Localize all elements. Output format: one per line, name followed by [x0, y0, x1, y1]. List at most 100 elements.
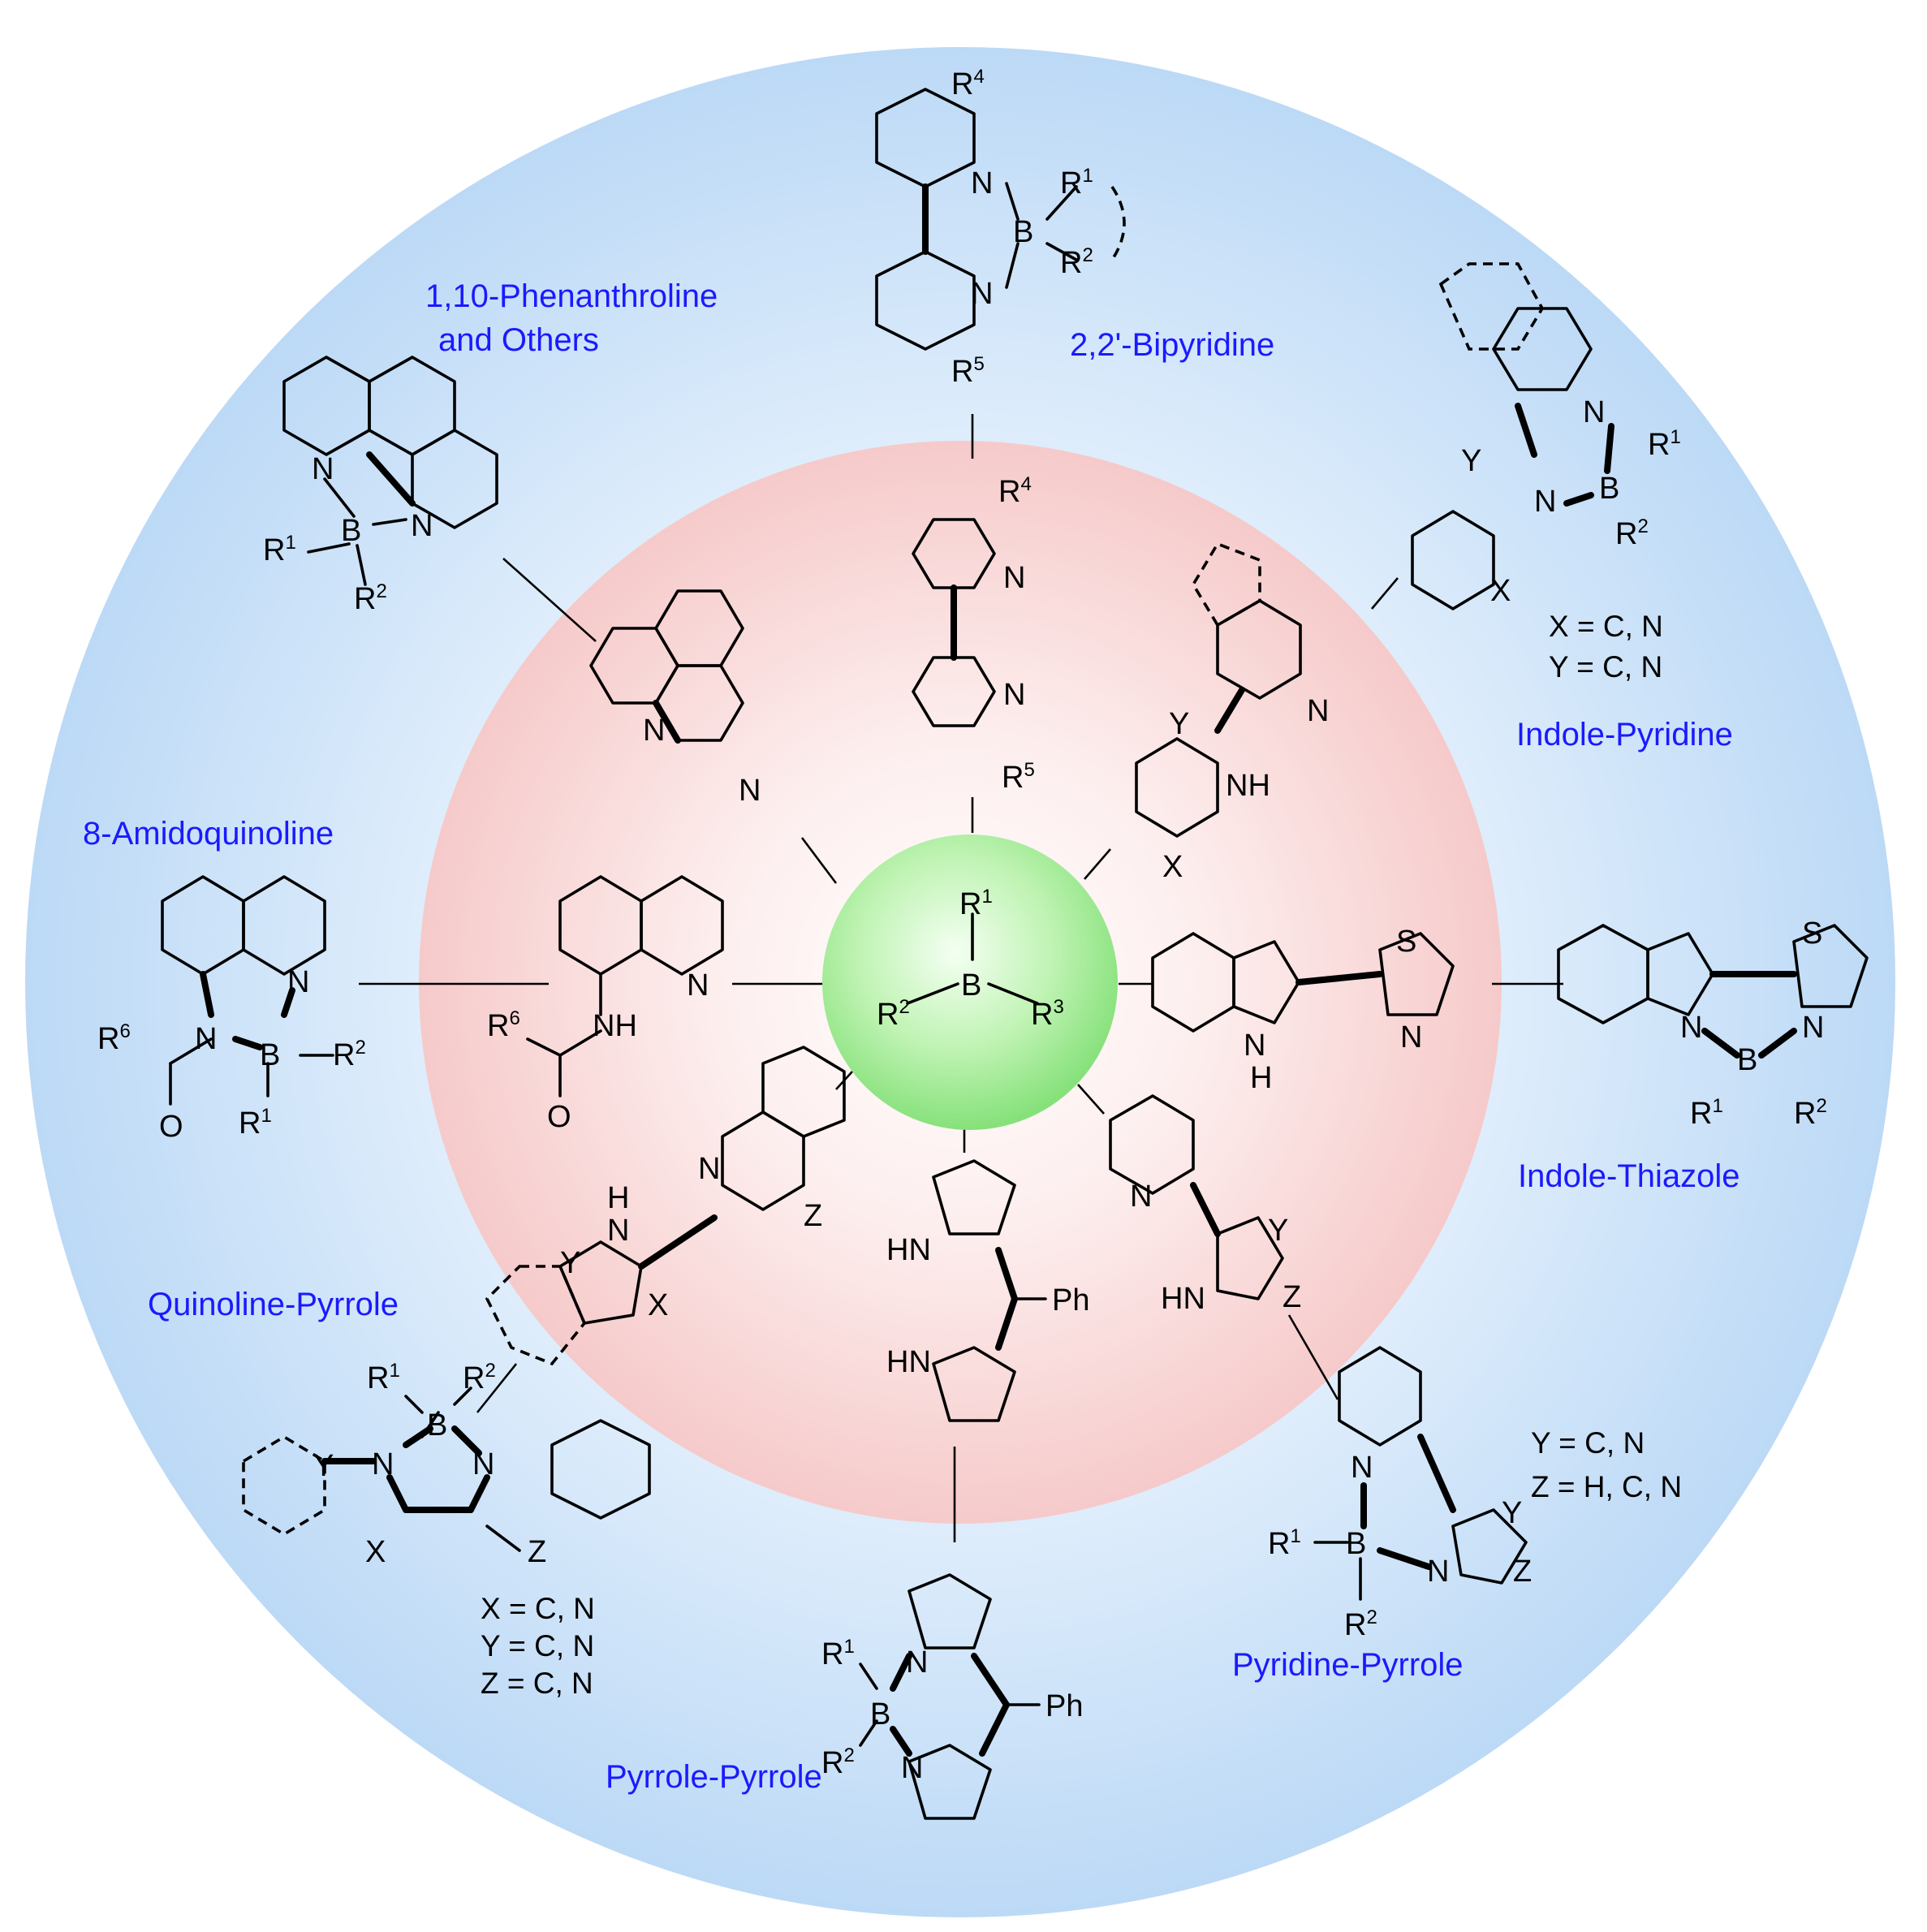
z-atom: Z	[1283, 1280, 1301, 1314]
h-atom: H	[1250, 1061, 1272, 1095]
x-atom: X	[648, 1288, 668, 1322]
nh-atom: NH	[593, 1009, 637, 1043]
svg-text:R1: R1	[821, 1636, 855, 1671]
label-indole-pyridine: Indole-Pyridine	[1516, 717, 1733, 753]
ph-group: Ph	[1045, 1689, 1083, 1723]
b-atom: B	[1737, 1043, 1757, 1077]
inner-bipyridine: N N R4 R5	[912, 473, 1035, 795]
n-atom: N	[1427, 1555, 1449, 1589]
n-atom: N	[1680, 1011, 1702, 1045]
n-atom: N	[607, 1214, 629, 1248]
y-atom: Y	[313, 1449, 334, 1483]
s-atom: S	[1396, 925, 1416, 959]
svg-text:X = C, N: X = C, N	[481, 1592, 595, 1625]
label-phenanthroline: 1,10-Phenanthroline	[425, 278, 718, 314]
svg-text:Y = C, N: Y = C, N	[481, 1629, 594, 1662]
b-atom: B	[427, 1408, 447, 1443]
n-atom: N	[971, 277, 993, 311]
inner-indole-thiazole: S N N H	[1151, 925, 1455, 1095]
y-atom: Y	[1169, 707, 1189, 741]
svg-text:Y = C, N: Y = C, N	[1549, 650, 1662, 684]
n-atom: N	[1802, 1011, 1824, 1045]
svg-text:R2: R2	[1344, 1606, 1377, 1642]
b-atom: B	[341, 514, 361, 548]
svg-text:X = C, N: X = C, N	[1549, 610, 1663, 643]
h-atom: H	[607, 1181, 629, 1215]
svg-text:R1: R1	[1268, 1525, 1301, 1561]
n-atom: N	[698, 1152, 720, 1186]
z-atom: Z	[1513, 1555, 1532, 1589]
z-atom: Z	[528, 1535, 546, 1569]
ph-group: Ph	[1052, 1283, 1089, 1317]
x-atom: X	[365, 1535, 386, 1569]
outer-bipyridine: N N B R1 R2 R4 R5	[875, 66, 1126, 389]
n-atom: N	[1244, 1029, 1265, 1063]
hn-atom: HN	[886, 1345, 931, 1379]
n-atom: N	[1130, 1179, 1152, 1214]
b-atom: B	[870, 1697, 890, 1731]
svg-text:R1: R1	[1060, 165, 1093, 201]
b-atom: B	[1346, 1527, 1366, 1561]
svg-text:R2: R2	[1615, 515, 1649, 551]
svg-text:R2: R2	[463, 1360, 496, 1395]
outer-amidoquinoline: N N B R6 O R2 R1	[97, 875, 366, 1144]
x-atom: X	[1162, 850, 1183, 884]
n-atom: N	[1400, 1020, 1422, 1054]
n-atom: N	[739, 774, 761, 808]
b-atom: B	[1013, 215, 1033, 249]
n-atom: N	[643, 714, 665, 748]
x-atom: X	[1490, 574, 1511, 608]
svg-text:R1: R1	[239, 1105, 272, 1141]
y-atom: Y	[1502, 1496, 1522, 1530]
outer-indole-pyridine: N Y N B R1 R2 X X = C, N Y = C, N	[1411, 262, 1681, 684]
n-atom: N	[1003, 678, 1025, 712]
svg-text:R1: R1	[263, 532, 296, 567]
inner-pyrrole-pyrrole: HN HN Ph	[886, 1159, 1089, 1422]
y-atom: Y	[1461, 444, 1481, 478]
label-pyrrole-pyrrole: Pyrrole-Pyrrole	[606, 1759, 822, 1795]
n-atom: N	[1583, 395, 1605, 429]
label-indole-thiazole: Indole-Thiazole	[1518, 1158, 1740, 1194]
y-atom: Y	[1268, 1214, 1288, 1248]
svg-text:R2: R2	[354, 580, 387, 616]
o-atom: O	[547, 1100, 571, 1134]
n-atom: N	[687, 968, 709, 1003]
n-atom: N	[1534, 485, 1556, 519]
svg-text:Z = C, N: Z = C, N	[481, 1667, 593, 1700]
center-r2-sup: 2	[899, 996, 909, 1018]
class-labels: 1,10-Phenanthroline and Others 2,2'-Bipy…	[83, 278, 1740, 1795]
inner-indole-pyridine: Y N NH X	[1135, 541, 1329, 884]
label-phenanthroline-2: and Others	[438, 322, 599, 358]
svg-text:R2: R2	[877, 996, 910, 1032]
outer-indole-thiazole: S N N B R1 R2	[1557, 916, 1869, 1131]
svg-text:R5: R5	[1002, 759, 1035, 795]
center-r3: R	[1031, 998, 1053, 1032]
n-atom: N	[901, 1751, 923, 1785]
n-atom: N	[195, 1022, 217, 1056]
n-atom: N	[971, 166, 993, 201]
inner-pyridine-pyrrole: N Y Z HN	[1109, 1094, 1301, 1316]
svg-text:R4: R4	[998, 473, 1032, 509]
n-atom: N	[312, 452, 334, 486]
outer-phenanthroline: N N B R1 R2	[263, 356, 498, 616]
svg-text:R6: R6	[487, 1007, 520, 1043]
n-atom: N	[411, 509, 433, 543]
y-atom: Y	[560, 1246, 580, 1280]
center-sphere	[822, 834, 1118, 1130]
svg-text:R1: R1	[1690, 1095, 1723, 1131]
label-bipyridine: 2,2'-Bipyridine	[1070, 327, 1274, 363]
inner-quinoline-pyrrole: N Z H N Y X	[485, 1046, 846, 1366]
b-atom: B	[260, 1038, 280, 1072]
s-atom: S	[1802, 916, 1822, 951]
svg-text:Y = C, N: Y = C, N	[1531, 1426, 1645, 1460]
center-borane: R1 B R2 R3	[877, 886, 1064, 1032]
center-r3-sup: 3	[1053, 996, 1063, 1018]
outer-quinoline-pyrrole: N N B Y X Z R1 R2 X = C, N Y = C, N Z = …	[242, 1360, 651, 1700]
z-atom: Z	[804, 1199, 822, 1233]
n-atom: N	[1351, 1451, 1373, 1485]
n-atom: N	[1003, 561, 1025, 595]
svg-text:R1: R1	[959, 886, 993, 921]
center-r1: R	[959, 887, 981, 921]
nh-atom: NH	[1226, 769, 1270, 803]
